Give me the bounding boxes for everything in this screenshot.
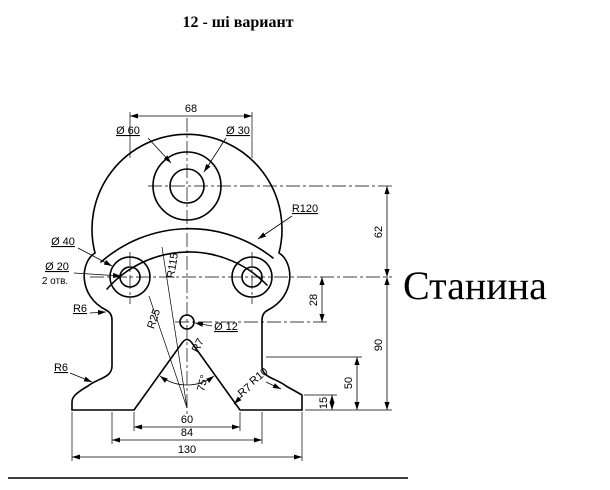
construction-lines <box>148 246 215 409</box>
r25-label: R25 <box>145 308 163 331</box>
part-name: Станина <box>403 263 547 308</box>
dia-40-label: Ø 40 <box>51 236 75 248</box>
r10-label: R10 <box>247 366 270 388</box>
r6-foot-label: R6 <box>54 362 68 374</box>
dimension-labels: 68 Ø 60 Ø 30 R120 Ø 40 Ø 20 2 отв. R6 R1… <box>42 103 385 456</box>
angle-75-label: 75° <box>195 374 211 393</box>
r115-label: R115 <box>165 252 181 279</box>
extension-lines <box>71 112 392 461</box>
dim-62-label: 62 <box>373 226 385 238</box>
dia-20-label: Ø 20 <box>45 261 69 273</box>
holes-note: 2 отв. <box>42 276 68 287</box>
dim-60-label: 60 <box>181 414 193 426</box>
part-outline <box>71 133 303 411</box>
dim-68-label: 68 <box>185 103 197 115</box>
r7-apex-label: R7 <box>190 337 207 355</box>
dimension-lines <box>72 113 390 460</box>
r6-top-label: R6 <box>73 303 87 315</box>
leader-lines <box>69 137 293 405</box>
dim-90-label: 90 <box>373 339 385 351</box>
dim-15-label: 15 <box>318 397 330 409</box>
dia-30-label: Ø 30 <box>226 125 250 137</box>
dim-130-label: 130 <box>178 444 196 456</box>
dim-84-label: 84 <box>181 427 193 439</box>
dia-12-label: Ø 12 <box>214 321 238 333</box>
dia-60-label: Ø 60 <box>116 125 140 137</box>
dim-50-label: 50 <box>343 377 355 389</box>
variant-title: 12 - ші вариант <box>182 14 293 31</box>
r120-label: R120 <box>292 203 318 215</box>
dim-28-label: 28 <box>308 294 320 306</box>
